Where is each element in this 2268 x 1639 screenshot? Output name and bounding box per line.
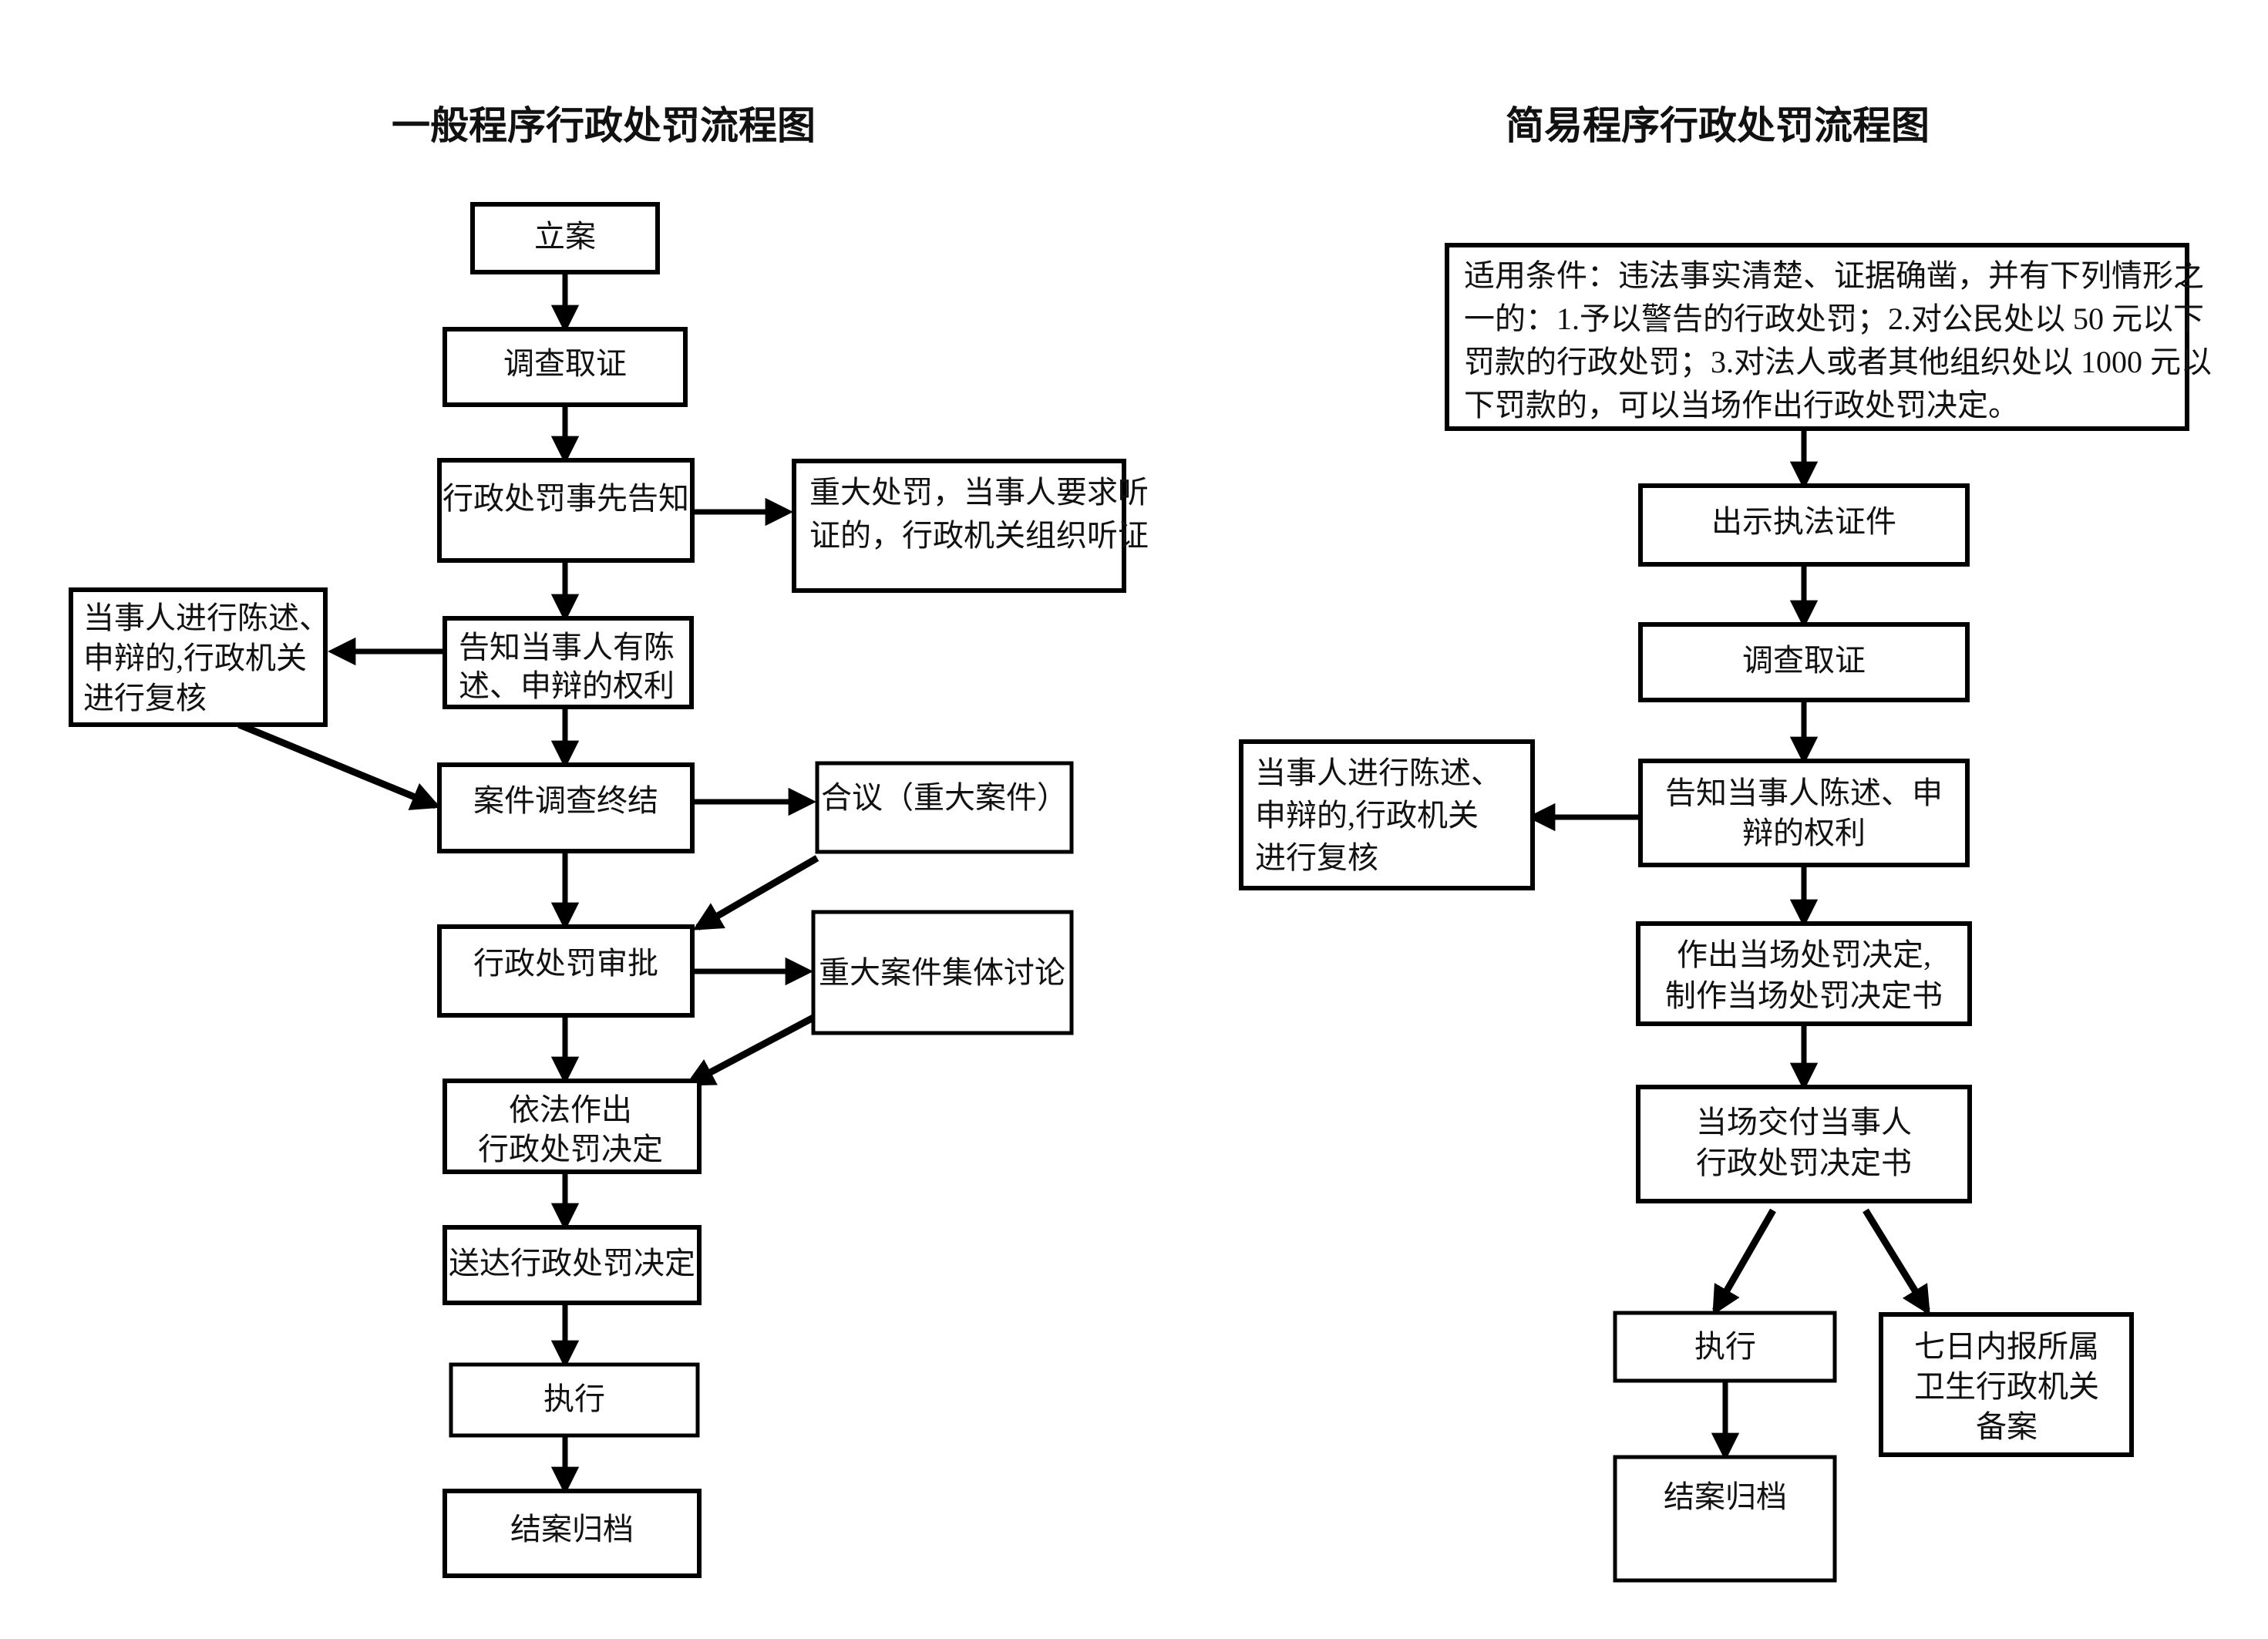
node-investigation-right[interactable]: 调查取证 (1638, 622, 1970, 702)
connector-deliver-execute (1712, 1208, 1776, 1316)
node-prior-notice-label: 行政处罚事先告知 (442, 481, 689, 516)
connector-collegial-approval (692, 855, 819, 931)
node-approval-label: 行政处罚审批 (473, 946, 658, 981)
node-investigation-right-label: 调查取证 (1742, 643, 1866, 678)
node-party-statement-right-line2: 申辩的,行政机关 (1255, 798, 1479, 833)
node-prior-notice[interactable]: 行政处罚事先告知 (437, 458, 695, 563)
connector-deliver-report-record (1863, 1208, 1930, 1316)
node-investigation[interactable]: 调查取证 (442, 327, 688, 407)
node-execute-left[interactable]: 执行 (449, 1362, 700, 1438)
node-group-discussion-label: 重大案件集体讨论 (819, 955, 1065, 990)
node-collegial-label: 合议（重大案件） (821, 780, 1068, 815)
node-close-file-right-label: 结案归档 (1664, 1479, 1787, 1514)
node-inform-rights-right-line2: 辩的权利 (1742, 816, 1866, 850)
node-conditions-line4: 下罚款的，可以当场作出行政处罚决定。 (1464, 388, 2019, 422)
node-investigation-label: 调查取证 (503, 346, 627, 381)
node-close-file-left-label: 结案归档 (510, 1512, 634, 1546)
node-hearing-line1: 重大处罚，当事人要求听 (809, 475, 1149, 510)
node-filing[interactable]: 立案 (470, 202, 660, 274)
node-onsite-decision[interactable]: 作出当场处罚决定, 制作当场处罚决定书 (1636, 921, 1972, 1026)
node-group-discussion[interactable]: 重大案件集体讨论 (811, 910, 1074, 1035)
node-serve-decision[interactable]: 送达行政处罚决定 (442, 1225, 702, 1305)
node-show-credentials-label: 出示执法证件 (1711, 504, 1896, 539)
node-close-file-left[interactable]: 结案归档 (442, 1489, 702, 1578)
node-party-statement-right-line3: 进行复核 (1255, 840, 1378, 875)
node-decision[interactable]: 依法作出 行政处罚决定 (442, 1079, 702, 1174)
node-hearing[interactable]: 重大处罚，当事人要求听 证的，行政机关组织听证 (792, 459, 1149, 593)
node-deliver-onsite-line1: 当场交付当事人 (1696, 1105, 1912, 1139)
node-decision-line1: 依法作出 (509, 1092, 632, 1127)
node-party-statement-left-line2: 申辩的,行政机关 (83, 641, 307, 675)
node-execute-right[interactable]: 执行 (1613, 1311, 1837, 1383)
node-report-record-line2: 卫生行政机关 (1914, 1369, 2099, 1404)
node-conditions-line1: 适用条件：违法事实清楚、证据确凿，并有下列情形之 (1464, 258, 2204, 293)
node-conditions-line2: 一的：1.予以警告的行政处罚；2.对公民处以 50 元以下 (1464, 301, 2204, 336)
node-serve-decision-label: 送达行政处罚决定 (449, 1246, 695, 1281)
node-conditions[interactable]: 适用条件：违法事实清楚、证据确凿，并有下列情形之 一的：1.予以警告的行政处罚；… (1445, 243, 2212, 431)
node-onsite-decision-line2: 制作当场处罚决定书 (1665, 978, 1943, 1013)
connector-party-statement-investigation-end (237, 721, 441, 810)
node-report-record-line3: 备案 (1976, 1409, 2037, 1444)
node-inform-rights-line1: 告知当事人有陈 (459, 630, 675, 665)
node-inform-rights[interactable]: 告知当事人有陈 述、申辩的权利 (442, 616, 694, 709)
node-filing-label: 立案 (534, 219, 596, 254)
node-report-record[interactable]: 七日内报所属 卫生行政机关 备案 (1879, 1312, 2134, 1457)
connector-group-discussion-decision (685, 1015, 816, 1086)
right-panel-title: 简易程序行政处罚流程图 (1506, 104, 1930, 147)
node-party-statement-right[interactable]: 当事人进行陈述、 申辩的,行政机关 进行复核 (1239, 739, 1535, 890)
node-investigation-end-label: 案件调查终结 (473, 783, 658, 818)
node-decision-line2: 行政处罚决定 (478, 1132, 663, 1166)
node-inform-rights-line2: 述、申辩的权利 (459, 668, 675, 703)
node-execute-left-label: 执行 (543, 1382, 605, 1416)
node-inform-rights-right[interactable]: 告知当事人陈述、申 辩的权利 (1638, 759, 1970, 867)
node-approval[interactable]: 行政处罚审批 (437, 924, 695, 1018)
node-onsite-decision-line1: 作出当场处罚决定, (1677, 937, 1931, 972)
node-party-statement-left-line3: 进行复核 (83, 681, 207, 715)
node-party-statement-right-line1: 当事人进行陈述、 (1255, 756, 1502, 790)
node-hearing-line2: 证的，行政机关组织听证 (809, 518, 1149, 553)
node-show-credentials[interactable]: 出示执法证件 (1638, 483, 1970, 567)
left-panel-title: 一般程序行政处罚流程图 (392, 104, 816, 147)
node-conditions-line3: 罚款的行政处罚；3.对法人或者其他组织处以 1000 元以 (1464, 345, 2212, 379)
node-deliver-onsite[interactable]: 当场交付当事人 行政处罚决定书 (1636, 1085, 1972, 1203)
node-investigation-end[interactable]: 案件调查终结 (437, 762, 695, 853)
node-report-record-line1: 七日内报所属 (1914, 1329, 2099, 1364)
node-deliver-onsite-line2: 行政处罚决定书 (1696, 1146, 1912, 1180)
node-party-statement-left-line1: 当事人进行陈述、 (83, 601, 330, 635)
node-collegial[interactable]: 合议（重大案件） (815, 761, 1074, 854)
node-execute-right-label: 执行 (1694, 1329, 1756, 1364)
node-party-statement-left[interactable]: 当事人进行陈述、 申辩的,行政机关 进行复核 (69, 587, 330, 727)
node-close-file-right[interactable]: 结案归档 (1613, 1455, 1837, 1583)
node-inform-rights-right-line1: 告知当事人陈述、申 (1665, 776, 1943, 810)
